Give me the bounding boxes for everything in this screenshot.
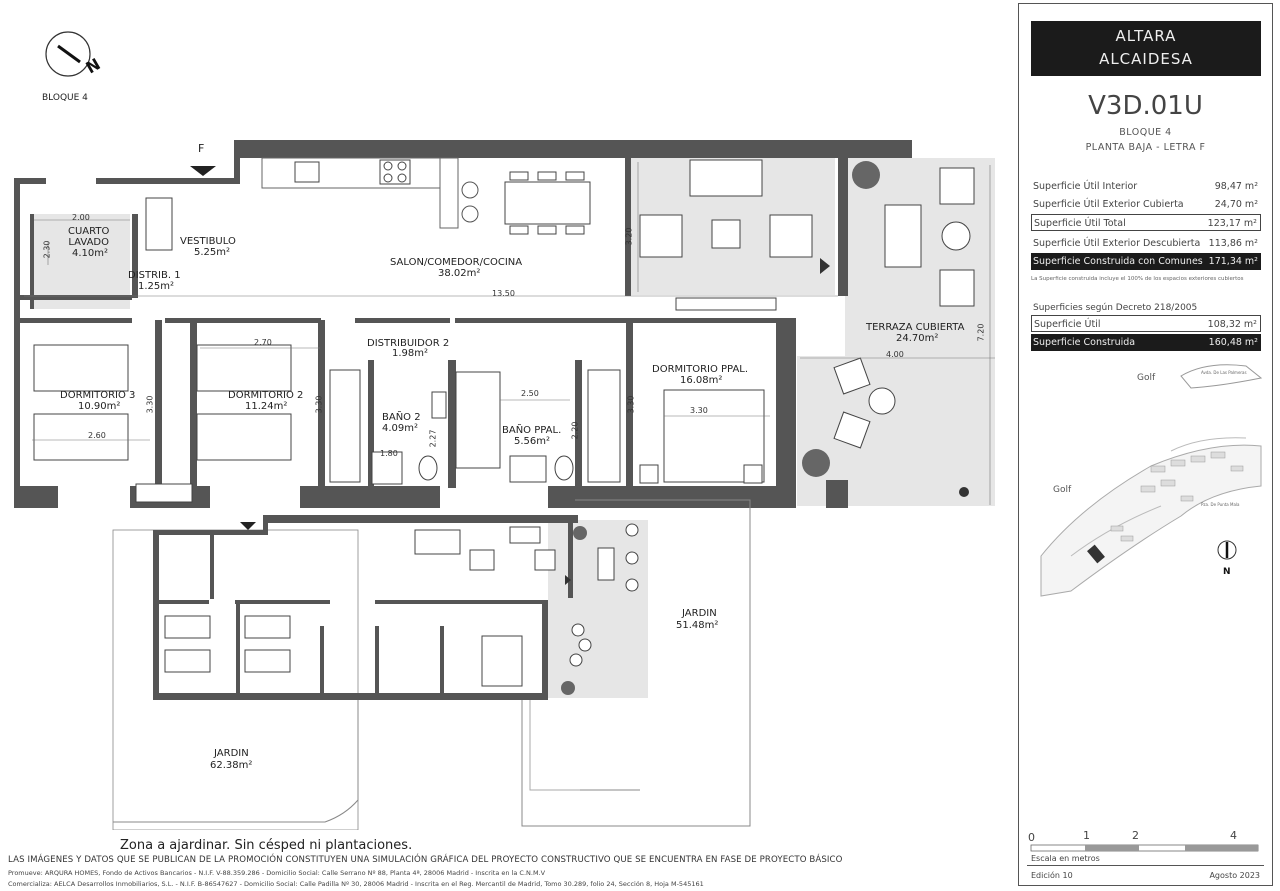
- map-golf-2: Golf: [1053, 485, 1072, 495]
- room-bano-ppal-name: BAÑO PPAL.: [502, 425, 562, 436]
- dim-label: 2.27: [428, 429, 438, 448]
- room-dormitorio-2-area: 11.24m²: [245, 401, 288, 412]
- room-dormitorio-ppal-name: DORMITORIO PPAL.: [652, 364, 749, 375]
- room-distribuidor-2-area: 1.98m²: [392, 348, 429, 359]
- surface-note: La Superficie construida incluye el 100%…: [1031, 276, 1244, 282]
- dim-label: 7.20: [976, 323, 986, 342]
- dim-label: 3.30: [690, 406, 708, 415]
- block-label: BLOQUE 4: [42, 93, 88, 103]
- dim-label: 2.30: [42, 240, 52, 259]
- dim-label: 3.30: [145, 395, 155, 414]
- garden-right-name: JARDIN: [682, 608, 717, 619]
- north-arrow-icon: N: [45, 31, 104, 77]
- room-vestibulo-name: VESTIBULO: [180, 236, 236, 247]
- dim-label: 2.50: [521, 389, 539, 398]
- dim-label: 3.20: [624, 227, 634, 246]
- map-golf-1: Golf: [1137, 373, 1156, 383]
- dim-label: 4.00: [886, 350, 904, 359]
- decree-title: Superficies según Decreto 218/2005: [1033, 303, 1198, 313]
- room-distrib-1-name: DISTRIB. 1: [128, 270, 181, 281]
- room-salon-area: 38.02m²: [438, 268, 481, 279]
- room-bano-ppal-area: 5.56m²: [514, 436, 551, 447]
- edition-label: Edición 10: [1031, 871, 1073, 880]
- dim-label: 3.30: [626, 395, 636, 414]
- room-distribuidor-2-name: DISTRIBUIDOR 2: [367, 338, 450, 349]
- room-cuarto-lavado-area: 4.10m²: [72, 248, 109, 259]
- unit-floor: PLANTA BAJA - LETRA F: [1085, 142, 1206, 153]
- promoter-info: Promueve: ARQURA HOMES, Fondo de Activos…: [8, 869, 546, 877]
- room-terraza-name: TERRAZA CUBIERTA: [866, 322, 965, 333]
- dim-label: 2.00: [72, 213, 90, 222]
- unit-code: V3D.01U: [1088, 91, 1203, 121]
- room-vestibulo-area: 5.25m²: [194, 247, 231, 258]
- room-terraza-area: 24.70m²: [896, 333, 939, 344]
- unit-block: BLOQUE 4: [1119, 127, 1172, 138]
- garden-right-area: 51.48m²: [676, 620, 719, 631]
- scale-0: 0: [1028, 831, 1035, 844]
- entrance-marker: F: [198, 142, 205, 155]
- dim-label: 2.20: [570, 421, 580, 440]
- brand-line-1: ALTARA: [1115, 27, 1177, 45]
- room-distrib-1-area: 1.25m²: [138, 281, 175, 292]
- panel-divider: [1027, 865, 1264, 866]
- room-salon-name: SALON/COMEDOR/COCINA: [390, 257, 523, 268]
- scale-label: Escala en metros: [1031, 854, 1100, 863]
- garden-note: Zona a ajardinar. Sin césped ni plantaci…: [120, 838, 413, 853]
- room-bano-2-name: BAÑO 2: [382, 412, 421, 423]
- floor-plan: [14, 140, 995, 830]
- map-north-label: N: [1223, 567, 1231, 577]
- map-road-1: Avda. De Las Palmeras: [1201, 370, 1247, 375]
- disclaimer: LAS IMÁGENES Y DATOS QUE SE PUBLICAN DE …: [8, 855, 843, 865]
- dim-label: 13.50: [492, 289, 515, 298]
- date-label: Agosto 2023: [1209, 871, 1260, 880]
- room-bano-2-area: 4.09m²: [382, 423, 419, 434]
- room-dormitorio-3-area: 10.90m²: [78, 401, 121, 412]
- seller-info: Comercializa: AELCA Desarrollos Inmobili…: [8, 880, 704, 888]
- map-road-2: Pza. De Punta Mala: [1201, 502, 1240, 507]
- room-dormitorio-2-name: DORMITORIO 2: [228, 390, 304, 401]
- scale-1: 1: [1083, 829, 1090, 842]
- scale-4: 4: [1230, 829, 1237, 842]
- scale-2: 2: [1132, 829, 1139, 842]
- info-panel: ALTARA ALCAIDESA V3D.01U BLOQUE 4 PLANTA…: [1018, 3, 1273, 886]
- brand-line-2: ALCAIDESA: [1099, 50, 1193, 68]
- location-map: Golf Golf Avda. De Las Palmeras Pza. De …: [1040, 364, 1263, 597]
- garden-left-name: JARDIN: [214, 748, 249, 759]
- dim-label: 3.30: [314, 395, 324, 414]
- scale-bar: 0 1 2 4: [1028, 829, 1259, 852]
- dim-label: 2.60: [88, 431, 106, 440]
- room-dormitorio-3-name: DORMITORIO 3: [60, 390, 136, 401]
- garden-left-area: 62.38m²: [210, 760, 253, 771]
- brand-logo: ALTARA ALCAIDESA: [1031, 21, 1261, 76]
- dim-label: 1.80: [380, 449, 398, 458]
- dim-label: 2.70: [254, 338, 272, 347]
- room-dormitorio-ppal-area: 16.08m²: [680, 375, 723, 386]
